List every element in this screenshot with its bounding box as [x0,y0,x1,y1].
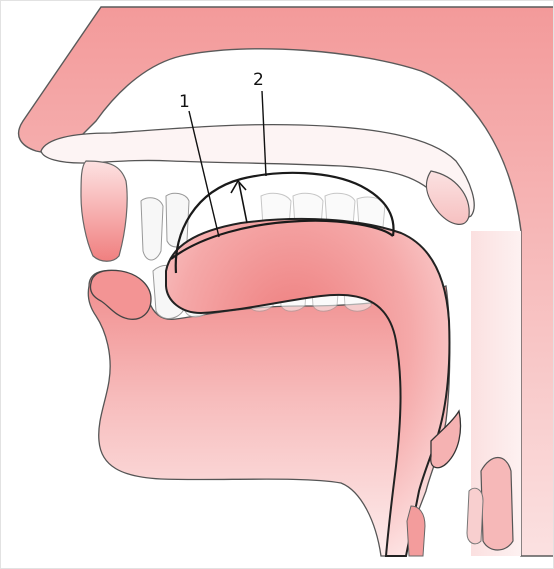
larynx [480,456,514,551]
larynx-inner [466,487,484,545]
upper-lip [80,160,128,262]
trachea-front [406,505,426,557]
raise-arrow [230,179,248,224]
epiglottis [430,409,462,469]
label-2: 2 [253,70,264,90]
soft-palate [425,170,470,225]
raised-tongue-outline [174,171,395,274]
nasal-area [18,6,553,557]
label-1: 1 [179,92,190,112]
tongue-surface-line [170,219,394,260]
label-2-leader [261,90,267,177]
lower-lip [89,269,152,320]
label-1-leader [188,110,220,238]
